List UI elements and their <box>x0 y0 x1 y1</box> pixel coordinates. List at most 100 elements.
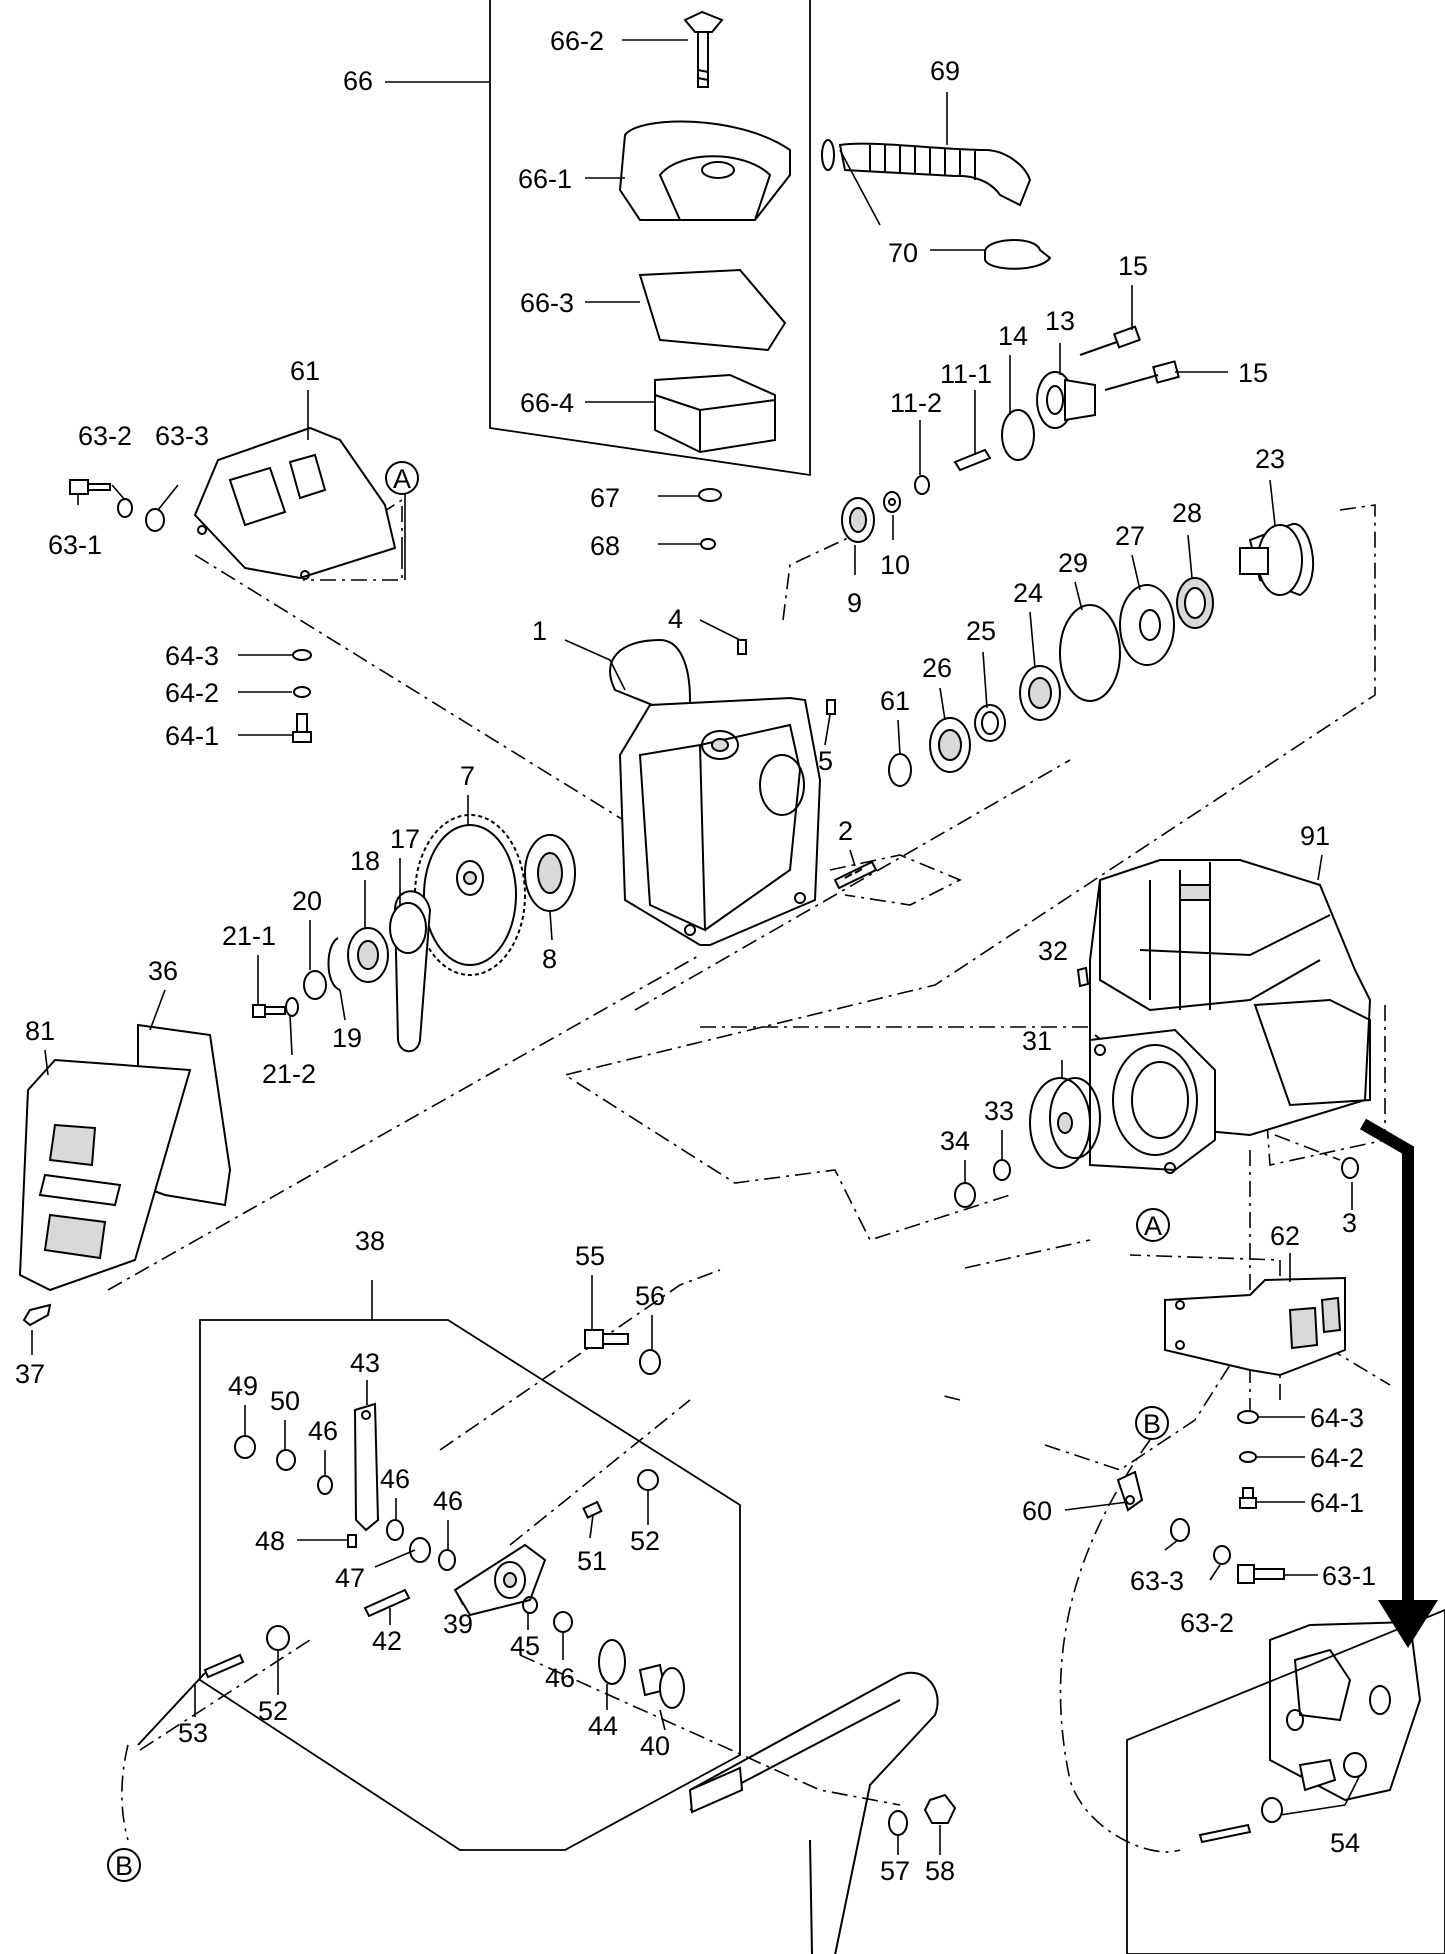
washer-46-d <box>553 1611 573 1633</box>
svg-text:B: B <box>115 1851 133 1881</box>
mounting-plate <box>1089 1028 1216 1174</box>
screw-48 <box>347 1534 357 1548</box>
label-64-3-right: 64-3 <box>1310 1403 1364 1433</box>
spacer-25 <box>974 704 1006 742</box>
label-55: 55 <box>575 1241 605 1271</box>
washer-63-3-right <box>1170 1518 1190 1542</box>
plate-27 <box>1119 584 1175 666</box>
air-cleaner-kit-box <box>385 0 811 477</box>
gasket-66-3 <box>638 268 787 352</box>
label-57: 57 <box>880 1856 910 1886</box>
label-21-1: 21-1 <box>222 921 276 951</box>
label-66-2: 66-2 <box>550 26 604 56</box>
label-32: 32 <box>1038 936 1068 966</box>
bolt-55 <box>584 1329 629 1349</box>
label-13: 13 <box>1045 306 1075 336</box>
label-48: 48 <box>255 1526 285 1556</box>
handle-frame <box>688 1671 939 1954</box>
detail-inset-box <box>1126 1609 1445 1954</box>
shaft-42 <box>363 1588 411 1618</box>
nut-52-top <box>637 1469 659 1491</box>
part-labels: 66 66-2 66-1 66-3 66-4 69 70 67 68 15 13… <box>15 26 1376 1886</box>
label-56: 56 <box>635 1281 665 1311</box>
throttle-kit-box <box>199 1280 741 1851</box>
oring-68 <box>700 538 716 550</box>
svg-text:B: B <box>1143 1409 1161 1439</box>
washer-21-2 <box>285 997 299 1017</box>
label-63-2-right: 63-2 <box>1180 1608 1234 1638</box>
label-46-d: 46 <box>545 1663 575 1693</box>
knob-40 <box>638 1663 685 1709</box>
nut-49 <box>234 1435 256 1459</box>
washer-20 <box>303 970 327 1000</box>
bolt-64-1-left <box>292 713 312 743</box>
label-60: 60 <box>1022 1496 1052 1526</box>
label-63-3: 63-3 <box>155 421 209 451</box>
label-20: 20 <box>292 886 322 916</box>
label-21-2: 21-2 <box>262 1059 316 1089</box>
label-53: 53 <box>178 1718 208 1748</box>
bolt-11-1 <box>953 448 992 472</box>
bracket-62 <box>1164 1276 1346 1377</box>
label-9: 9 <box>847 588 862 618</box>
washer-56 <box>639 1349 661 1375</box>
fitting-4 <box>737 639 747 655</box>
label-50: 50 <box>270 1386 300 1416</box>
label-51: 51 <box>577 1546 607 1576</box>
bearing-8 <box>524 834 576 912</box>
label-45: 45 <box>510 1631 540 1661</box>
nut-3 <box>1341 1157 1359 1179</box>
label-63-1-right: 63-1 <box>1322 1561 1376 1591</box>
nut-34 <box>954 1182 976 1208</box>
washer-64-3-left <box>292 649 312 661</box>
oring-14 <box>1001 409 1035 461</box>
inset-engine-detail <box>1198 1620 1422 1844</box>
knob-66-2 <box>683 10 724 88</box>
detail-arrow <box>1359 1118 1438 1648</box>
conrod-17 <box>389 890 432 1053</box>
label-43: 43 <box>350 1348 380 1378</box>
label-15b: 15 <box>1238 358 1268 388</box>
snap-ring-26 <box>888 753 912 787</box>
label-42: 42 <box>372 1626 402 1656</box>
label-62: 62 <box>1270 1221 1300 1251</box>
label-17: 17 <box>390 824 420 854</box>
flange-13 <box>1036 371 1096 429</box>
guard-61 <box>193 426 397 580</box>
label-66-4: 66-4 <box>520 388 574 418</box>
callout-B-top: B <box>1135 1406 1169 1440</box>
label-44: 44 <box>588 1711 618 1741</box>
callout-A-top: A <box>385 461 419 495</box>
washer-64-2-right <box>1239 1451 1257 1463</box>
bolt-15a <box>1079 325 1142 356</box>
lever-43 <box>353 1402 380 1532</box>
gear-case-1 <box>609 638 822 946</box>
label-40: 40 <box>640 1731 670 1761</box>
label-15a: 15 <box>1118 251 1148 281</box>
label-38: 38 <box>355 1226 385 1256</box>
label-61: 61 <box>290 356 320 386</box>
label-69: 69 <box>930 56 960 86</box>
label-52-top: 52 <box>630 1526 660 1556</box>
label-66-3: 66-3 <box>520 288 574 318</box>
bearing-24a <box>1019 665 1061 721</box>
label-39: 39 <box>443 1609 473 1639</box>
label-3: 3 <box>1342 1208 1357 1238</box>
seal-28 <box>1176 577 1214 629</box>
nut-58 <box>923 1793 957 1824</box>
label-11-2: 11-2 <box>890 388 942 418</box>
bolt-63-1 <box>69 479 111 495</box>
svg-text:A: A <box>1144 1211 1162 1241</box>
label-63-3-right: 63-3 <box>1130 1566 1184 1596</box>
dowel-2 <box>833 860 878 890</box>
label-5: 5 <box>818 746 833 776</box>
label-64-1-right: 64-1 <box>1310 1488 1364 1518</box>
intake-hose-69 <box>838 142 1032 207</box>
washer-57 <box>888 1810 908 1836</box>
leader-lines <box>31 39 1361 1855</box>
label-63-2: 63-2 <box>78 421 132 451</box>
label-10: 10 <box>880 550 910 580</box>
label-36: 36 <box>148 956 178 986</box>
oring-29 <box>1059 604 1121 702</box>
washer-67 <box>698 488 722 502</box>
